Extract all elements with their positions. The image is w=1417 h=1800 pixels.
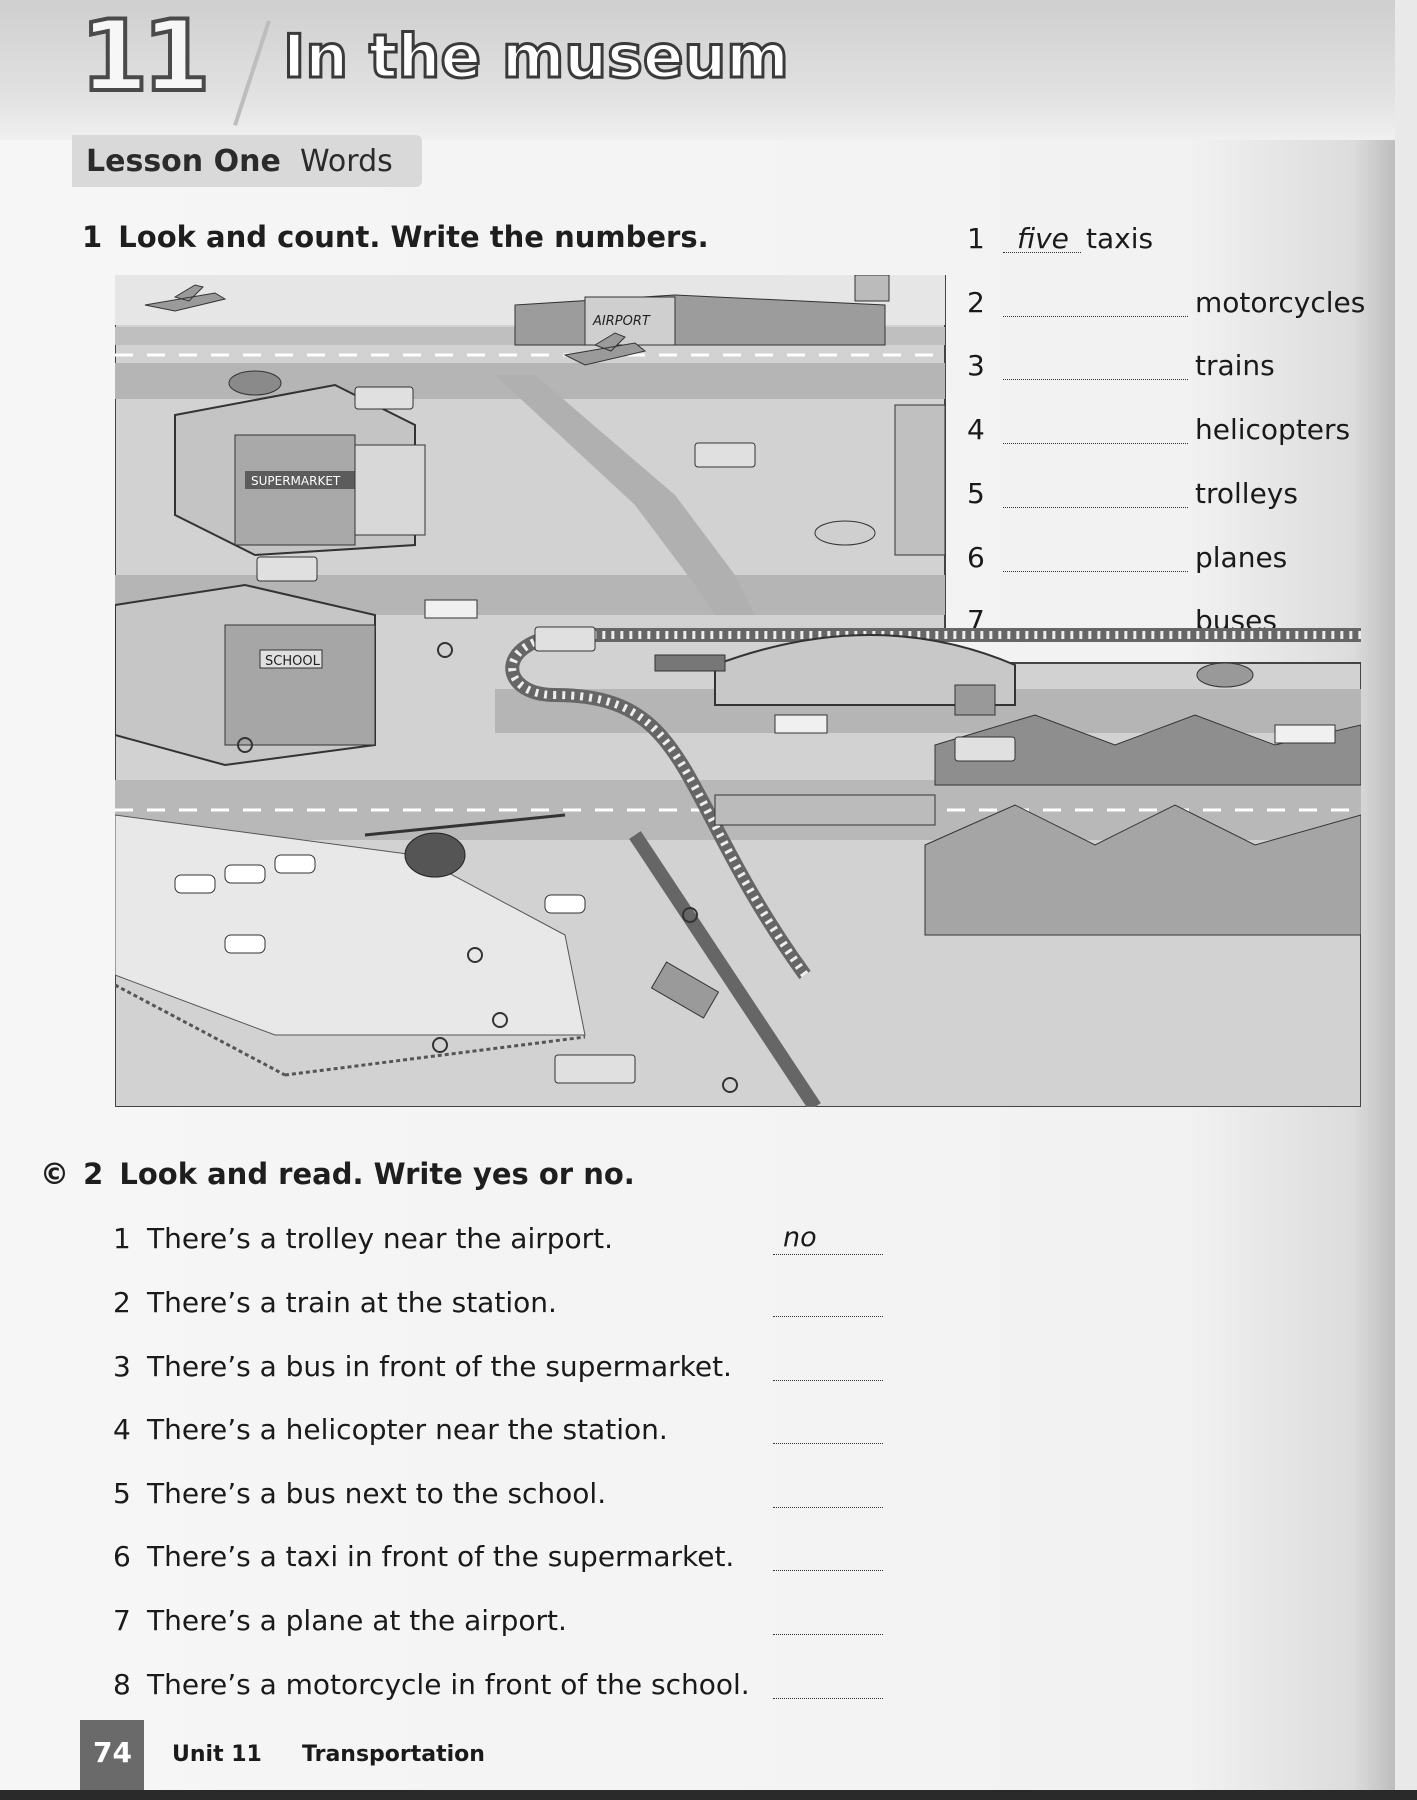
count-item-number: 1 — [967, 222, 985, 255]
exercise2-instruction: Look and read. Write yes or no. — [119, 1157, 635, 1191]
page-number: 74 — [93, 1736, 132, 1769]
exercise1-instruction: Look and count. Write the numbers. — [118, 220, 709, 254]
footer-unit: Unit 11 — [172, 1742, 262, 1767]
statement-text: There’s a taxi in front of the supermark… — [147, 1540, 735, 1573]
count-item-label: motorcycles — [1195, 286, 1366, 319]
exercise1-title: 1 Look and count. Write the numbers. — [82, 220, 709, 254]
town-scene-illustration: AIRPORT SUPERMARKET SCHOOL — [115, 275, 1361, 1107]
statement-number: 7 — [113, 1604, 131, 1637]
answer-blank[interactable] — [773, 1316, 883, 1317]
count-item-number: 3 — [967, 349, 985, 382]
answer-blank[interactable] — [773, 1634, 883, 1635]
exercise2-number: 2 — [83, 1157, 104, 1191]
supermarket-sign: SUPERMARKET — [251, 474, 341, 488]
count-item-number: 2 — [967, 286, 985, 319]
statement-number: 3 — [113, 1350, 131, 1383]
count-item-label: taxis — [1086, 222, 1154, 255]
statement-text: There’s a motorcycle in front of the sch… — [147, 1668, 750, 1701]
statement-number: 5 — [113, 1477, 131, 1510]
answer-blank[interactable] — [773, 1698, 883, 1699]
count-item-number: 4 — [967, 413, 985, 446]
school-sign: SCHOOL — [265, 654, 321, 669]
statement-text: There’s a trolley near the airport. — [147, 1222, 614, 1255]
statement-text: There’s a train at the station. — [147, 1286, 557, 1319]
count-item-label: helicopters — [1195, 413, 1351, 446]
count-item-answer: five — [1017, 222, 1069, 255]
count-item-number: 6 — [967, 541, 985, 574]
count-item-number: 5 — [967, 477, 985, 510]
statement-number: 1 — [113, 1222, 131, 1255]
exercise2-title: © 2 Look and read. Write yes or no. — [40, 1157, 635, 1191]
statement-text: There’s a bus in front of the supermarke… — [147, 1350, 732, 1383]
lesson-tab — [72, 135, 422, 187]
answer-blank[interactable] — [773, 1570, 883, 1571]
statement-number: 4 — [113, 1413, 131, 1446]
statement-answer: no — [783, 1222, 817, 1253]
statement-text: There’s a plane at the airport. — [147, 1604, 567, 1637]
statement-number: 6 — [113, 1540, 131, 1573]
count-item-label: trolleys — [1195, 477, 1298, 510]
airport-sign: AIRPORT — [592, 314, 651, 329]
lesson-label: Lesson One — [86, 144, 281, 179]
count-item-label: planes — [1195, 541, 1288, 574]
answer-blank[interactable] — [773, 1380, 883, 1381]
statement-text: There’s a helicopter near the station. — [147, 1413, 668, 1446]
copy-marker-icon: © — [40, 1157, 69, 1191]
statement-number: 2 — [113, 1286, 131, 1319]
header-band — [0, 0, 1395, 140]
statement-number: 8 — [113, 1668, 131, 1701]
count-item-blank[interactable] — [1003, 507, 1188, 508]
count-item-blank[interactable] — [1003, 443, 1188, 444]
footer-topic: Transportation — [302, 1742, 485, 1767]
unit-number: 11 — [78, 0, 212, 116]
count-item-blank[interactable] — [1003, 379, 1188, 380]
answer-blank[interactable] — [773, 1507, 883, 1508]
count-item-blank[interactable] — [1003, 571, 1188, 572]
count-item-label: trains — [1195, 349, 1275, 382]
lesson-topic: Words — [300, 144, 393, 179]
scan-edge — [0, 1790, 1417, 1800]
count-item-blank[interactable] — [1003, 316, 1188, 317]
statement-text: There’s a bus next to the school. — [147, 1477, 607, 1510]
count-item-blank[interactable] — [1003, 252, 1081, 253]
exercise1-number: 1 — [82, 220, 103, 254]
page-number-tab — [80, 1720, 144, 1800]
unit-title: In the museum — [282, 21, 791, 94]
answer-blank[interactable] — [773, 1443, 883, 1444]
answer-blank[interactable] — [773, 1254, 883, 1255]
